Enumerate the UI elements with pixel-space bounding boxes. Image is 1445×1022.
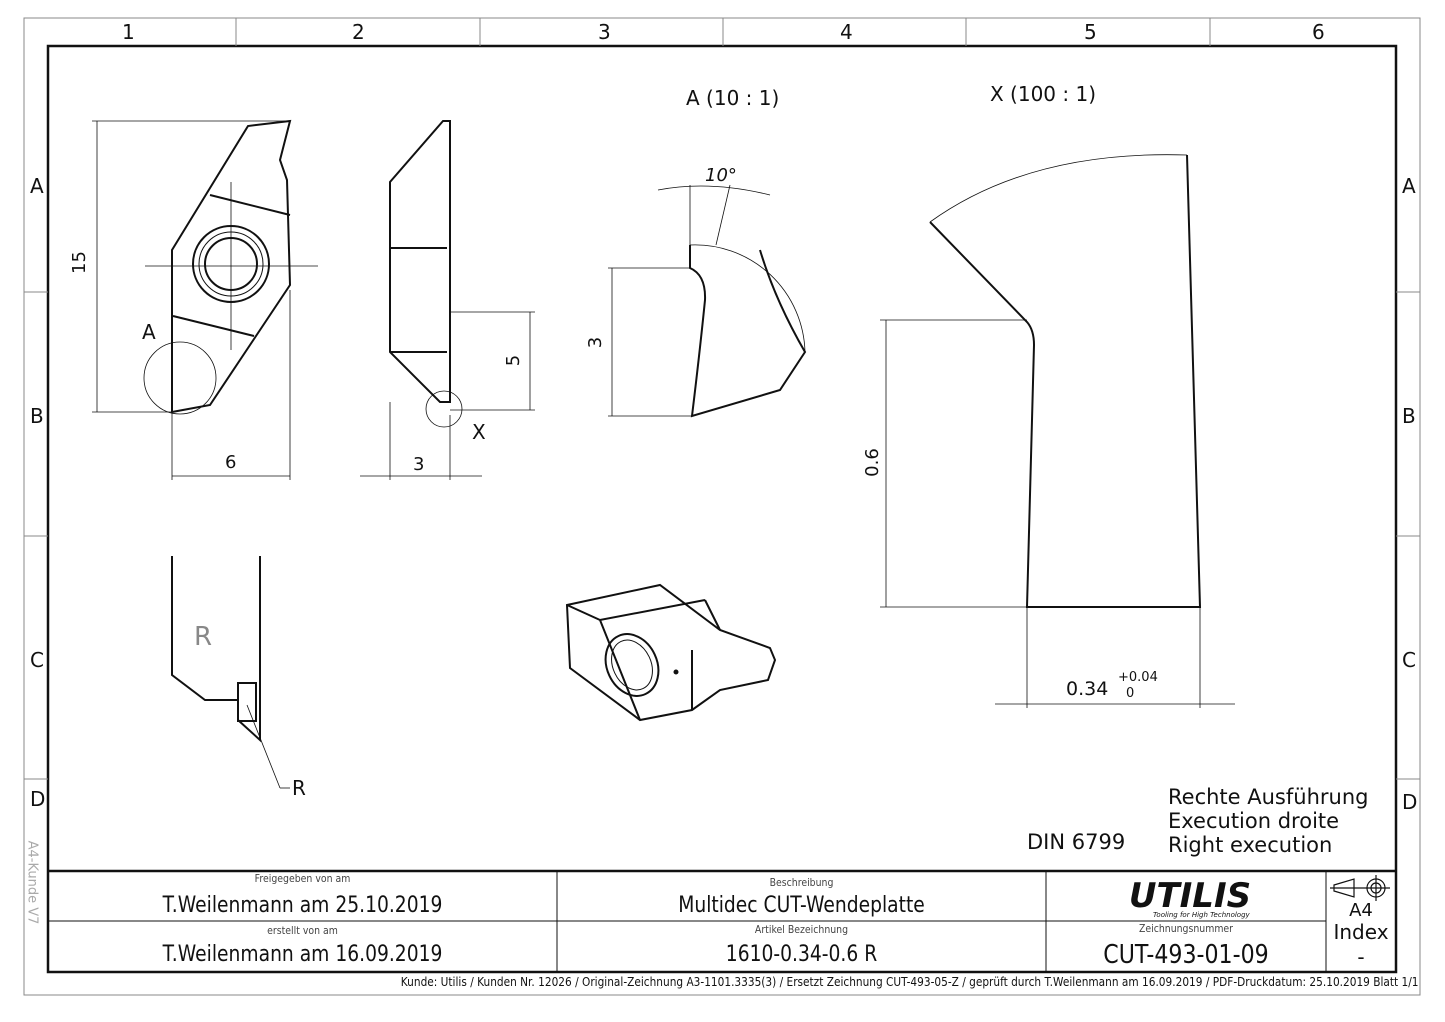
tolerance-lower: 0 [1126, 686, 1135, 701]
paper-format: A4 [1349, 900, 1373, 921]
grid-row-d-right: D [1402, 790, 1418, 814]
released-value: T.Weilenmann am 25.10.2019 [162, 893, 443, 918]
detail-a-marker: A [142, 320, 156, 344]
grid-col-4: 4 [840, 20, 853, 44]
released-label: Freigegeben von am [254, 872, 351, 885]
logo-tagline: Tooling for High Technology [1153, 911, 1250, 919]
description-value: Multidec CUT-Wendeplatte [678, 893, 925, 918]
drawing-number-value: CUT-493-01-09 [1103, 940, 1269, 970]
article-value: 1610-0.34-0.6 R [725, 942, 878, 967]
tolerance-upper: +0.04 [1118, 670, 1158, 685]
execution-en: Right execution [1168, 833, 1333, 857]
grid-row-a-left: A [30, 174, 44, 198]
execution-de: Rechte Ausführung [1168, 785, 1369, 809]
created-value: T.Weilenmann am 16.09.2019 [162, 942, 443, 967]
grid-row-a-right: A [1402, 174, 1416, 198]
grid-col-3: 3 [598, 20, 611, 44]
dimension-0-34: 0.34 [1066, 678, 1109, 700]
leader-label-r: R [292, 776, 306, 800]
grid-row-c-left: C [30, 648, 44, 672]
dimension-5: 5 [503, 354, 525, 367]
dimension-15: 15 [68, 251, 90, 274]
grid-row-d-left: D [30, 787, 46, 811]
detail-x-marker: X [472, 420, 486, 444]
dimension-3-side: 3 [413, 454, 425, 475]
angle-dimension: 10° [705, 165, 737, 186]
grid-col-6: 6 [1312, 20, 1325, 44]
detail-x-title: X (100 : 1) [990, 82, 1097, 106]
dimension-0-6: 0.6 [861, 448, 883, 477]
utilis-logo: UTILIS [1129, 876, 1251, 916]
index-value: - [1357, 945, 1365, 969]
standard-note: DIN 6799 [1027, 830, 1126, 854]
footer-info: Kunde: Utilis / Kunden Nr. 12026 / Origi… [401, 975, 1419, 989]
dimension-6: 6 [225, 452, 237, 473]
index-label: Index [1333, 920, 1389, 944]
detail-a-title: A (10 : 1) [686, 86, 780, 110]
dimension-3-detail: 3 [585, 336, 607, 349]
grid-col-2: 2 [352, 20, 365, 44]
grid-row-b-right: B [1402, 404, 1416, 428]
grid-row-b-left: B [30, 404, 44, 428]
sheet-template-label: A4-Kunde V7 [24, 840, 40, 925]
description-label: Beschreibung [769, 876, 834, 889]
grid-col-5: 5 [1084, 20, 1097, 44]
created-label: erstellt von am [267, 924, 338, 937]
execution-fr: Execution droite [1168, 809, 1340, 833]
grid-row-c-right: C [1402, 648, 1416, 672]
drawing-number-label: Zeichnungsnummer [1138, 922, 1234, 935]
grid-col-1: 1 [122, 20, 135, 44]
right-hand-marking: R [194, 622, 213, 652]
article-label: Artikel Bezeichnung [754, 923, 849, 936]
